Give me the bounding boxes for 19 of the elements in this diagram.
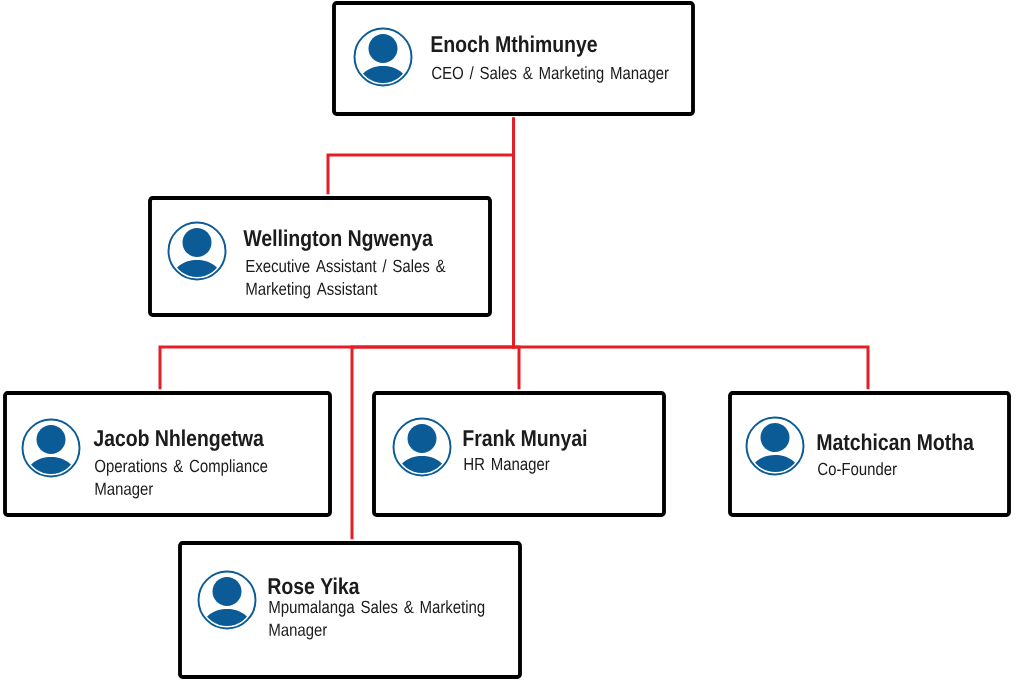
person-name: Matchican Motha (817, 433, 974, 451)
person-name: Enoch Mthimunye (431, 35, 597, 57)
job-title: Mpumalanga Sales & Marketing Manager (269, 600, 485, 640)
person-name: Wellington Ngwenya (243, 229, 433, 251)
job-title: Operations & Compliance Manager (95, 459, 268, 499)
job-title: HR Manager (464, 457, 550, 474)
person-name: Frank Munyai (463, 429, 587, 451)
person-name: Jacob Nhlengetwa (93, 429, 264, 451)
job-title: CEO / Sales & Marketing Manager (432, 66, 669, 83)
person-box (3, 391, 332, 517)
connector-line (350, 117, 515, 540)
person-box (148, 196, 492, 317)
person-name: Rose Yika (268, 577, 360, 595)
job-title: Executive Assistant / Sales & Marketing Assistant (246, 259, 446, 299)
job-title: Co-Founder (818, 462, 897, 476)
person-box (728, 391, 1011, 517)
person-box (178, 541, 522, 679)
person-box (332, 1, 695, 116)
person-box (372, 391, 666, 517)
